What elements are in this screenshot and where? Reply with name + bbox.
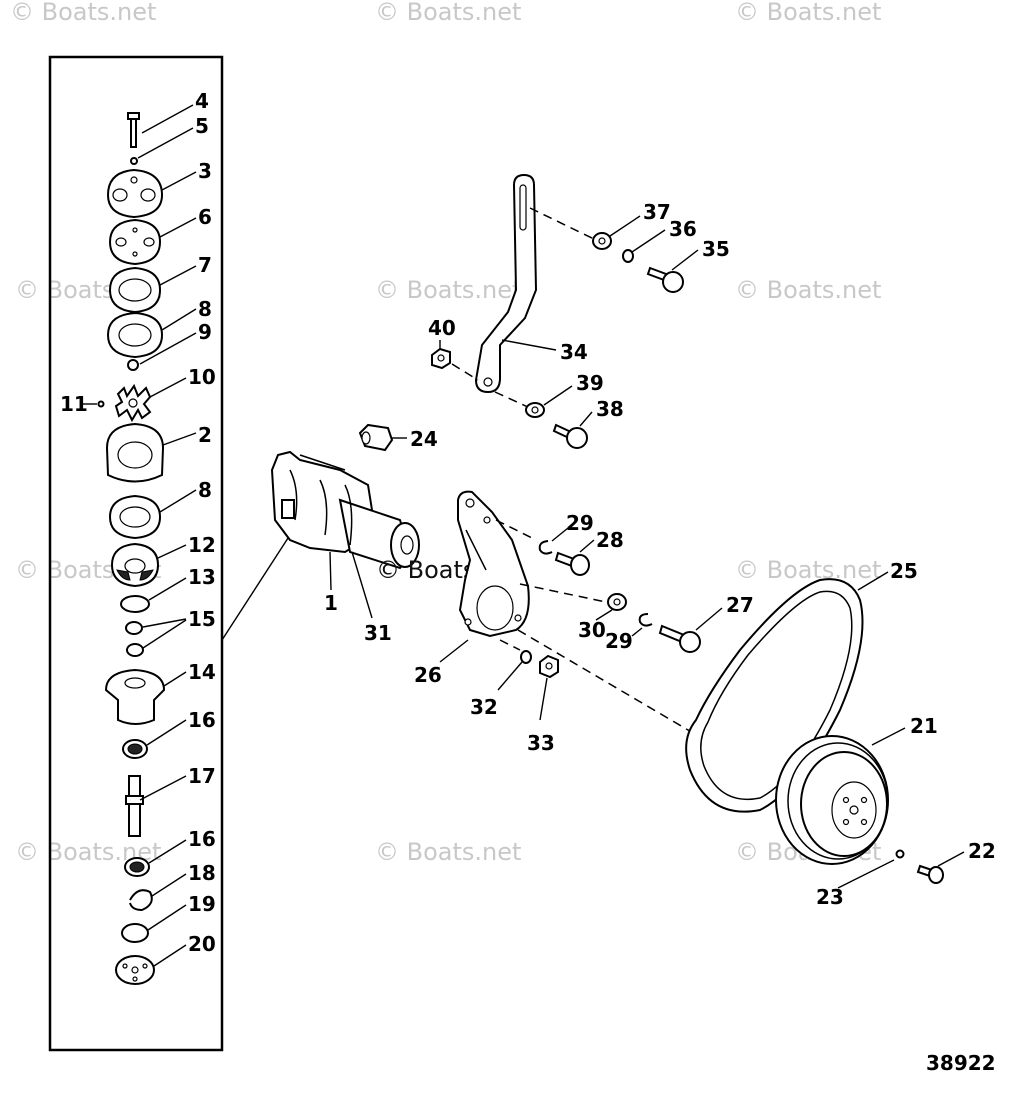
snap-ring-18 [129, 889, 153, 912]
callout-23: 23 [816, 885, 844, 909]
pump-breakdown-frame [48, 55, 224, 1052]
plate-12 [110, 542, 160, 588]
callout-25: 25 [890, 559, 918, 583]
nut-40 [431, 347, 451, 370]
impeller-10 [114, 383, 152, 423]
callout-40: 40 [428, 316, 456, 340]
callout-24: 24 [410, 427, 438, 451]
callout-1: 1 [324, 591, 338, 615]
watermark: © Boats.net [375, 838, 521, 866]
gasket-8 [106, 311, 164, 359]
plate-7 [108, 266, 162, 314]
gasket-6 [108, 218, 162, 266]
alignment-line [519, 583, 607, 603]
clip-29 [538, 540, 553, 555]
callout-21: 21 [910, 714, 938, 738]
callout-3: 3 [198, 159, 212, 183]
watermark: © Boats.net [735, 556, 881, 584]
drive-belt-25 [685, 578, 864, 813]
callout-9: 9 [198, 320, 212, 344]
watermark: © Boats.net [10, 0, 156, 26]
bolt-22 [916, 864, 944, 884]
ball-9 [127, 359, 139, 371]
callout-36: 36 [669, 217, 697, 241]
callout-33: 33 [527, 731, 555, 755]
callout-31: 31 [364, 621, 392, 645]
callout-18: 18 [188, 861, 216, 885]
callout-27: 27 [726, 593, 754, 617]
washer-5 [130, 157, 138, 165]
washer-23 [895, 849, 905, 859]
callout-8: 8 [198, 297, 212, 321]
callout-10: 10 [188, 365, 216, 389]
bolt-27 [658, 624, 701, 653]
callout-16: 16 [188, 708, 216, 732]
fitting-24 [358, 423, 394, 452]
left-callouts: 4 5 3 6 7 8 9 10 11 2 8 12 13 15 14 16 1… [60, 89, 216, 967]
cover-plate-3 [106, 168, 164, 219]
alignment-line [499, 639, 521, 651]
gasket-8b [108, 494, 162, 540]
callout-38: 38 [596, 397, 624, 421]
callout-34: 34 [560, 340, 588, 364]
alignment-line [494, 391, 531, 409]
callout-26: 26 [414, 663, 442, 687]
clip-29-lower [638, 613, 653, 627]
pulley-21 [775, 735, 889, 865]
callout-12: 12 [188, 533, 216, 557]
housing-14 [104, 668, 166, 725]
watermark: © Boats.net [375, 0, 521, 26]
callout-13: 13 [188, 565, 216, 589]
drawing-number: 38922 [926, 1051, 996, 1075]
watermark: © Boats.net [735, 0, 881, 26]
bearing-16b [124, 857, 150, 877]
bolt-38 [552, 423, 588, 449]
bearing-16 [122, 739, 148, 759]
callout-2: 2 [198, 423, 212, 447]
seal-15 [125, 621, 144, 657]
frame-to-pump-leader [221, 534, 291, 641]
callout-37: 37 [643, 200, 671, 224]
pump-body-2 [105, 422, 165, 483]
shaft-17 [125, 775, 144, 837]
water-pump-assembly-1 [270, 450, 420, 570]
watermark: © Boats.net [735, 276, 881, 304]
washer-19 [121, 923, 149, 943]
callout-29: 29 [605, 629, 633, 653]
key-11 [97, 400, 105, 408]
adjusting-arm-34 [474, 173, 538, 394]
lock-washer-36 [622, 249, 634, 263]
o-ring-13 [120, 595, 150, 613]
callout-19: 19 [188, 892, 216, 916]
pulley-hub-20 [115, 955, 155, 985]
nut-33 [539, 654, 559, 679]
alignment-line [451, 363, 479, 381]
callout-39: 39 [576, 371, 604, 395]
callout-15: 15 [188, 607, 216, 631]
washer-32 [520, 650, 532, 664]
bolt-4 [127, 112, 140, 148]
callout-32: 32 [470, 695, 498, 719]
callout-22: 22 [968, 839, 996, 863]
alignment-line [529, 207, 597, 241]
callout-4: 4 [195, 89, 209, 113]
callout-35: 35 [702, 237, 730, 261]
callout-28: 28 [596, 528, 624, 552]
alignment-line [495, 519, 537, 541]
callout-17: 17 [188, 764, 216, 788]
callout-30: 30 [578, 618, 606, 642]
callout-16: 16 [188, 827, 216, 851]
mounting-bracket-26 [457, 490, 530, 638]
callout-29: 29 [566, 511, 594, 535]
callout-6: 6 [198, 205, 212, 229]
callout-7: 7 [198, 253, 212, 277]
callout-20: 20 [188, 932, 216, 956]
callout-5: 5 [195, 114, 209, 138]
bolt-28 [554, 551, 590, 576]
bolt-35 [646, 266, 684, 293]
callout-8: 8 [198, 478, 212, 502]
watermark: © Boats.net [375, 276, 521, 304]
callout-14: 14 [188, 660, 216, 684]
